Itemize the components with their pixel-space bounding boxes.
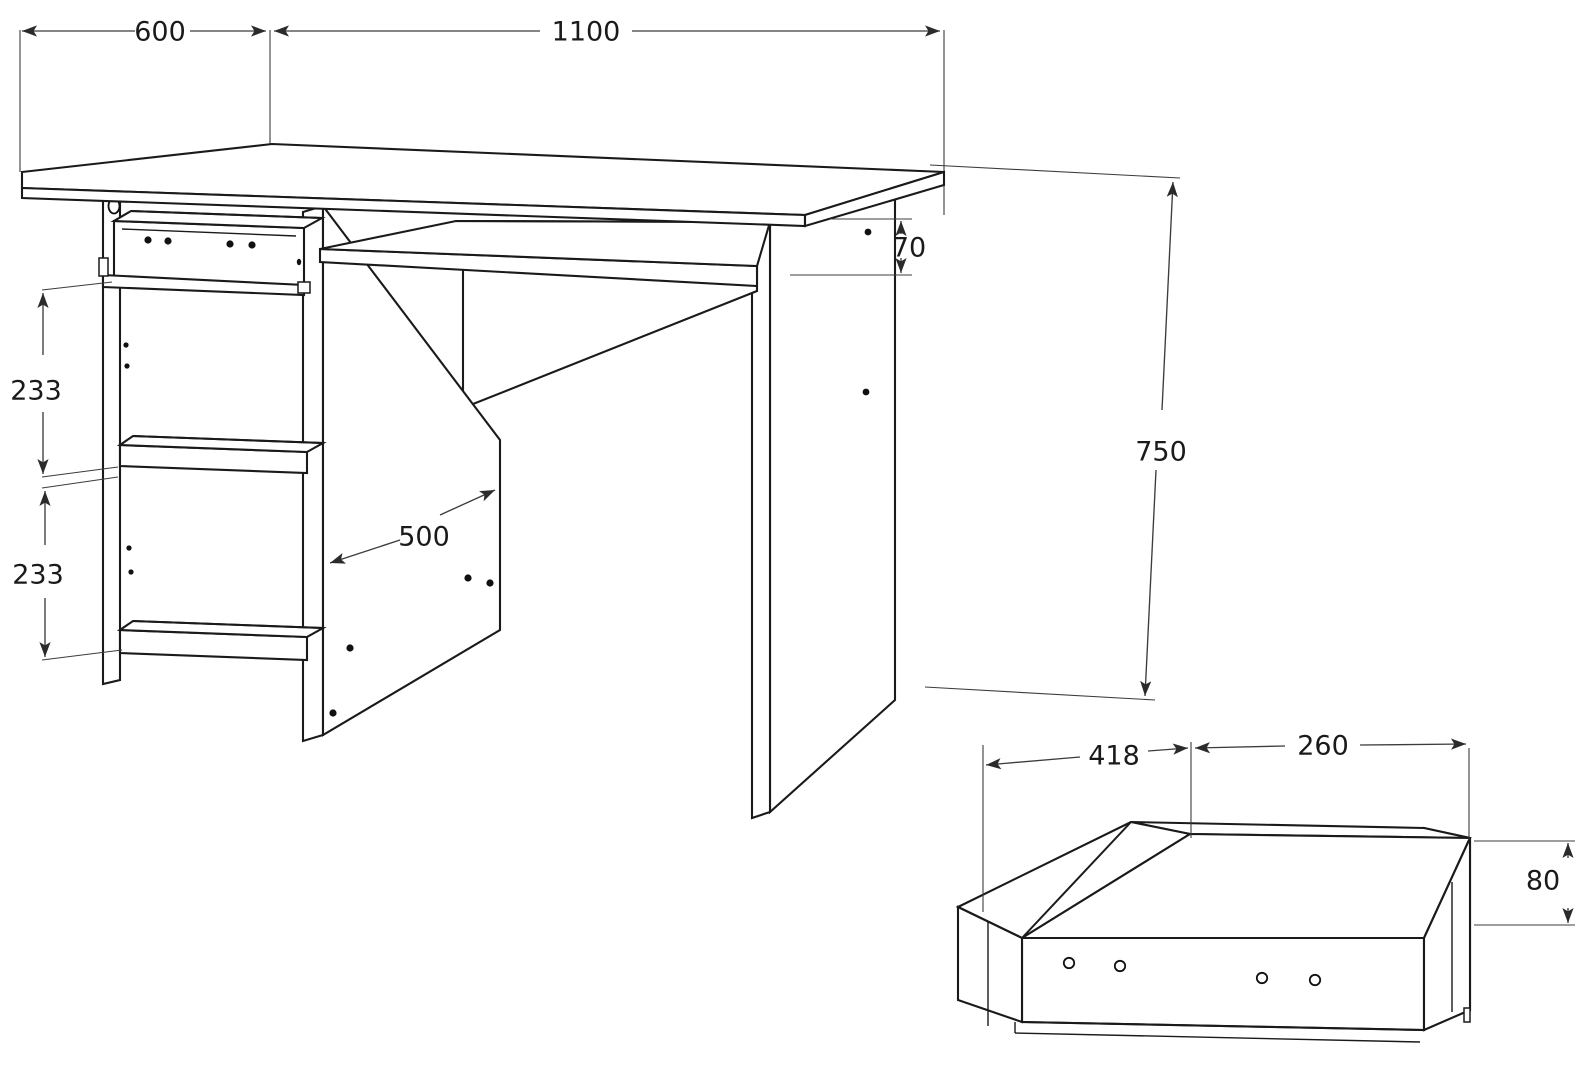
drawer-front (112, 219, 306, 287)
dimension-label-70: 70 (892, 233, 926, 264)
extension-line-233-upper-top (41, 281, 113, 291)
dimension-group-80: 80 (1474, 840, 1575, 926)
dowel-hole-left-panel-2 (124, 363, 130, 369)
drawer-front-bottom-edge (1021, 1021, 1425, 1031)
dimension-label-233-lower: 233 (12, 560, 64, 591)
drawer-slide-bracket-right (297, 281, 311, 294)
extension-line-233-lower-bottom (41, 649, 123, 661)
dimension-label-500: 500 (398, 522, 450, 553)
dowel-hole-pedestal-inner-1 (464, 574, 472, 582)
drawer-front-back-edge (130, 210, 323, 219)
dimension-label-80: 80 (1526, 866, 1560, 897)
dowel-hole-left-panel-1 (123, 342, 129, 348)
dimension-line-500-right (439, 489, 496, 516)
dowel-hole-drawer-detail-2 (1113, 959, 1127, 973)
dimension-line-500-left (329, 539, 401, 564)
dimension-group-70: 70 (790, 218, 926, 276)
drawer-slide-bracket-left (98, 257, 109, 277)
dowel-hole-drawer-detail-3 (1255, 971, 1269, 985)
dowel-hole-pedestal-inner-2 (486, 579, 494, 587)
extension-line-233-lower-top (41, 476, 119, 489)
dowel-hole-right-panel-1 (864, 228, 872, 236)
dimension-group-750: 750 (924, 164, 1187, 701)
pedestal-bottom-shelf-back-edge (132, 620, 324, 629)
dimension-label-260: 260 (1297, 731, 1349, 762)
dimension-label-750: 750 (1135, 437, 1187, 468)
drawer-right-side-tab (1463, 1007, 1471, 1023)
right-leg-side-panel-edge (750, 208, 772, 820)
dimension-group-233: 233 233 (10, 281, 123, 661)
dowel-hole-right-panel-2 (862, 388, 870, 396)
dowel-hole-drawer-front-3 (226, 240, 234, 248)
dimension-label-233-upper: 233 (10, 376, 62, 407)
dimension-group-top: 600 1100 (19, 17, 945, 215)
extension-line-233-upper-bottom (41, 466, 119, 478)
dimension-label-1100: 1100 (552, 17, 621, 48)
dowel-hole-drawer-front-side (296, 258, 302, 266)
main-desk-view (20, 142, 946, 820)
drawer-front-reveal-line (121, 228, 297, 237)
dimension-line-750-upper (1161, 181, 1178, 411)
pedestal-inner-side-panel (321, 202, 502, 737)
dimension-line-750-lower (1140, 469, 1157, 697)
dimension-line-418-a (985, 756, 1081, 770)
dowel-hole-left-panel-4 (128, 569, 134, 575)
dowel-hole-drawer-detail-1 (1062, 956, 1076, 970)
extension-line-750-bottom (924, 686, 1156, 701)
dimension-line-260-a (1194, 742, 1286, 754)
drawer-back-left-corner (1021, 821, 1132, 939)
dimension-group-500: 500 (329, 489, 496, 564)
drawer-left-side-face (956, 905, 1024, 1024)
dowel-hole-pedestal-inner-3 (346, 644, 354, 652)
drawer-detail-view (955, 820, 1472, 1043)
dimension-label-600: 600 (134, 17, 186, 48)
dimension-label-418: 418 (1088, 741, 1140, 772)
drawer-bottom-panel-edge (1014, 1032, 1421, 1043)
dimension-line-418-b (1147, 743, 1189, 755)
pedestal-middle-shelf-back-edge (132, 435, 324, 444)
dimension-group-drawer-plan: 418 260 (982, 731, 1470, 912)
dowel-hole-drawer-front-1 (144, 236, 152, 244)
dowel-hole-left-panel-3 (126, 545, 132, 551)
dimension-line-260-b (1359, 738, 1467, 750)
drawer-front-board (1020, 936, 1426, 1032)
extension-line-750-top (929, 164, 1181, 179)
dowel-hole-drawer-front-2 (164, 237, 172, 245)
right-leg-side-panel (768, 185, 897, 815)
dowel-hole-drawer-detail-4 (1308, 973, 1322, 987)
dowel-hole-pedestal-inner-4 (329, 709, 337, 717)
dowel-hole-drawer-front-4 (248, 241, 256, 249)
